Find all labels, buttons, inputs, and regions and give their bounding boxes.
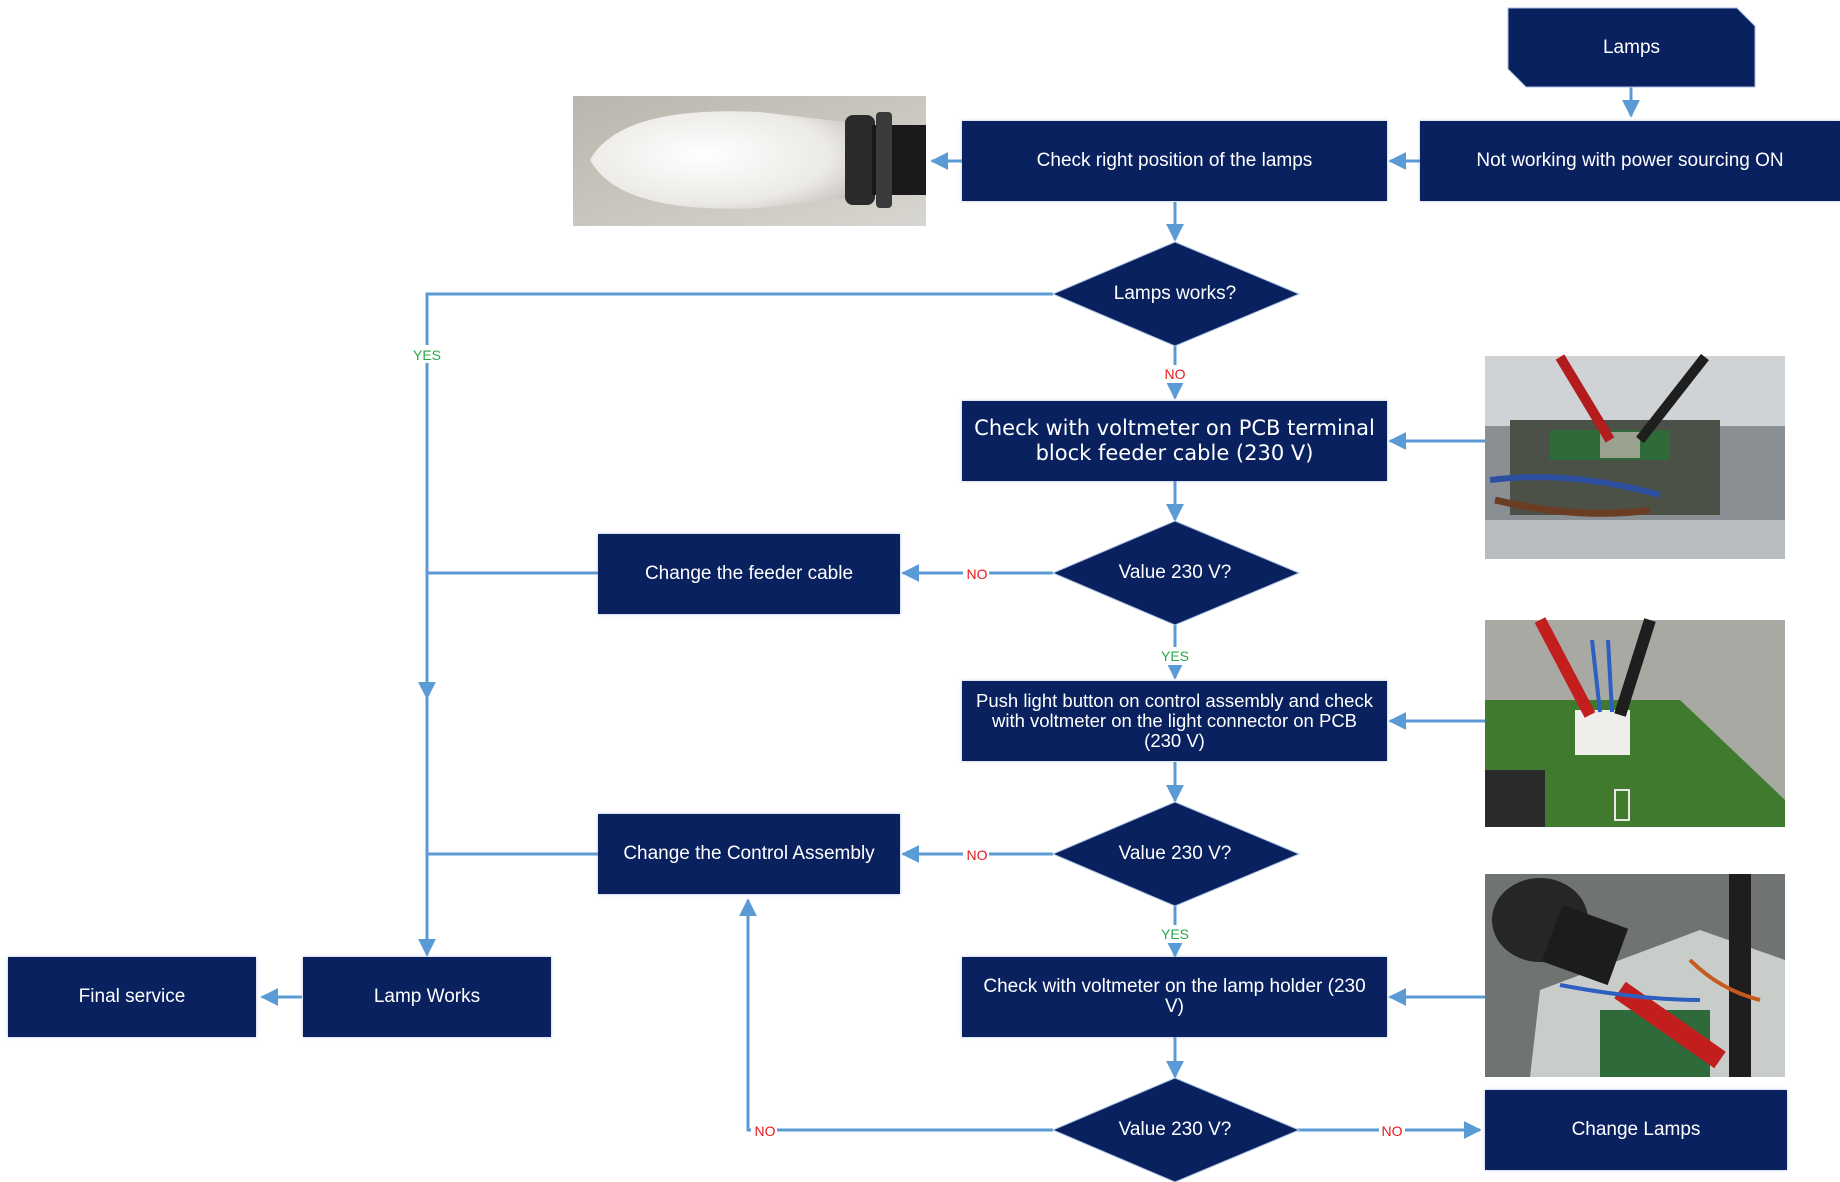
check-position-box: Check right position of the lamps [962,121,1387,201]
lamps-terminator: Lamps [1508,8,1755,87]
not-working-box: Not working with power sourcing ON [1420,121,1840,201]
final-service-box: Final service [8,957,256,1037]
terminator-lamps-shape [1507,7,1756,88]
value-230-2-label: Value 230 V? [1118,843,1232,864]
label-no-1: NO [1165,366,1186,382]
label-yes-1: YES [413,347,441,363]
change-control-box: Change the Control Assembly [598,814,900,894]
lamps-works-label-wrap: Lamps works? [1075,280,1275,308]
change-lamps-label: Change Lamps [1571,1119,1701,1140]
lamps-label: Lamps [1602,36,1661,58]
value-230-3-label: Value 230 V? [1118,1119,1232,1140]
push-light-box: Push light button on control assembly an… [962,681,1387,761]
value-230-3-label-wrap: Value 230 V? [1075,1116,1275,1144]
decision-value-230-1 [1051,520,1301,626]
lamp-works-box: Lamp Works [303,957,551,1037]
lamp-holder-photo [1485,874,1785,1077]
label-no-5: NO [1382,1123,1403,1139]
value-230-2-label-wrap: Value 230 V? [1075,840,1275,868]
check-pcb-terminal-box: Check with voltmeter on PCB terminal blo… [962,401,1387,481]
check-pcb-terminal-label: Check with voltmeter on PCB terminal blo… [974,416,1375,465]
pcb-terminal-photo [1485,353,1785,559]
label-no-3: NO [967,847,988,863]
label-yes-2: YES [1161,648,1189,664]
value-230-1-label-wrap: Value 230 V? [1075,559,1275,587]
edge-lampsworks-yes [418,292,1053,957]
label-yes-3: YES [1161,926,1189,942]
push-light-label: Push light button on control assembly an… [976,690,1373,751]
edge-value3-no-left [739,898,1053,1132]
label-no-2: NO [967,566,988,582]
label-no-4: NO [755,1123,776,1139]
lamp-bulb-photo [573,96,926,226]
lamp-works-label: Lamp Works [373,986,481,1007]
change-feeder-box: Change the feeder cable [598,534,900,614]
decision-value-230-3 [1051,1077,1301,1182]
not-working-label: Not working with power sourcing ON [1476,150,1784,171]
change-feeder-label: Change the feeder cable [644,563,854,584]
change-lamps-box: Change Lamps [1485,1090,1787,1170]
light-connector-photo [1485,617,1785,827]
decision-lamps-works [1051,241,1301,347]
lamps-works-label: Lamps works? [1113,283,1237,304]
decision-value-230-2 [1051,801,1301,907]
check-position-label: Check right position of the lamps [1036,150,1313,171]
change-control-label: Change the Control Assembly [623,843,875,864]
final-service-label: Final service [78,986,186,1007]
value-230-1-label: Value 230 V? [1118,562,1232,583]
check-lamp-holder-box: Check with voltmeter on the lamp holder … [962,957,1387,1037]
check-lamp-holder-label: Check with voltmeter on the lamp holder … [983,976,1366,1017]
